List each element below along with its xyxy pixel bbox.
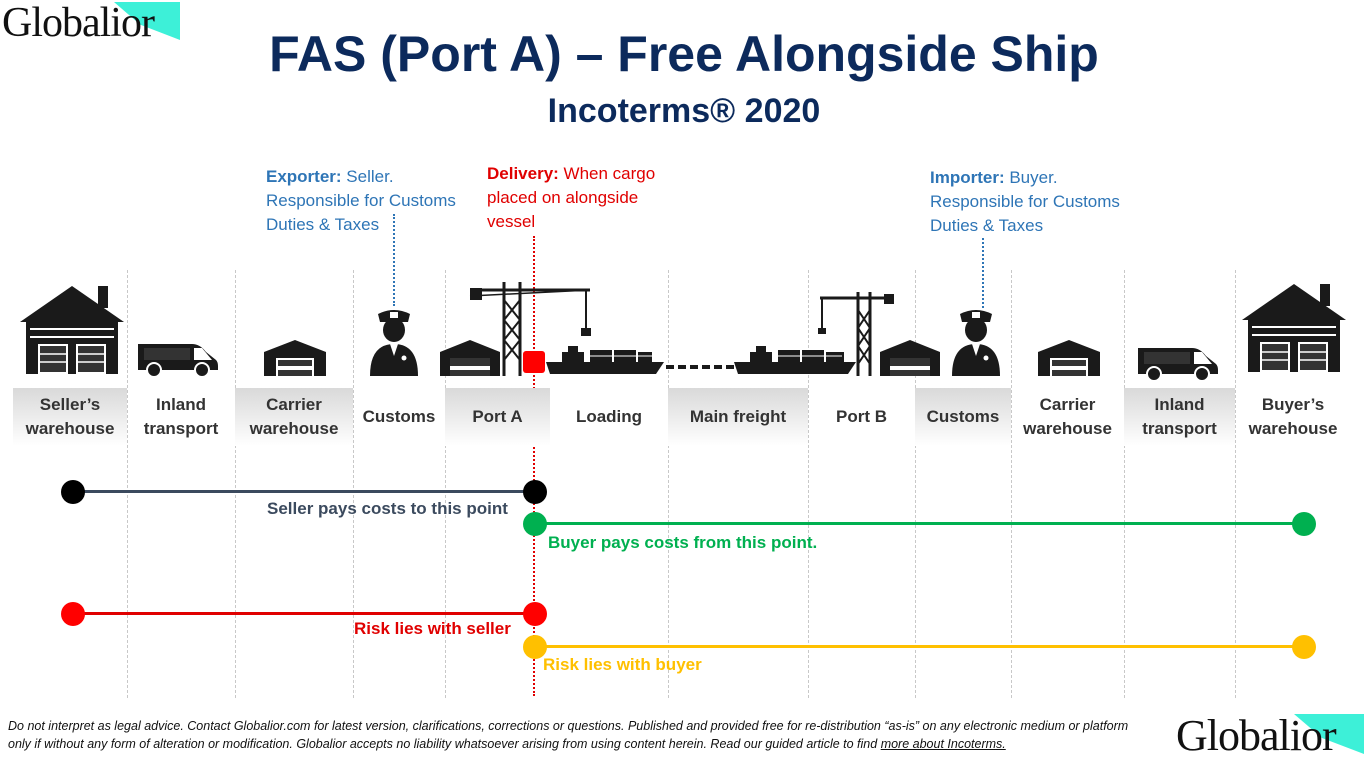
buyer-costs-start-dot (523, 512, 547, 536)
buyer-risk-end-dot (1292, 635, 1316, 659)
exporter-note: Exporter: Seller. Responsible for Custom… (266, 167, 456, 234)
van-icon (1138, 348, 1218, 382)
seller-costs-line (72, 490, 534, 493)
seller-risk-label: Risk lies with seller (354, 619, 511, 638)
buyer-risk-line (535, 645, 1304, 648)
seller-risk-start-dot (61, 602, 85, 626)
column-divider (127, 270, 128, 698)
delivery-note: Delivery: When cargo placed on alongside… (487, 164, 656, 231)
logo-text: Globalior (2, 0, 155, 46)
stage-customs: Customs (362, 407, 436, 426)
logo-top: Globalior (2, 0, 180, 46)
column-divider (915, 270, 916, 698)
customs-officer-icon (370, 310, 418, 376)
delivery-point-line (533, 236, 535, 696)
seller-costs-start-dot (61, 480, 85, 504)
buyer-costs-line (535, 522, 1304, 525)
van-icon (138, 344, 218, 378)
stage-customs-b: Customs (915, 388, 1011, 446)
house-icon (1242, 284, 1346, 372)
exporter-pointer (393, 214, 395, 306)
delivery-marker (523, 351, 545, 373)
warehouse-icon (440, 340, 500, 376)
house-icon (20, 286, 124, 374)
seller-costs-end-dot (523, 480, 547, 504)
logo-bottom: Globalior (1176, 711, 1364, 760)
buyer-risk-label: Risk lies with buyer (543, 655, 702, 674)
crane-icon (469, 282, 591, 376)
importer-pointer (982, 238, 984, 308)
column-divider (353, 270, 354, 698)
logo-text: Globalior (1176, 711, 1337, 760)
importer-note: Importer: Buyer. Responsible for Customs… (930, 168, 1120, 235)
crane-icon (818, 292, 894, 376)
column-divider (808, 270, 809, 698)
page-title: FAS (Port A) – Free Alongside Ship (269, 26, 1099, 82)
seller-risk-line (72, 612, 534, 615)
buyer-costs-label: Buyer pays costs from this point. (548, 533, 818, 552)
column-divider (1011, 270, 1012, 698)
stage-port-b: Port B (836, 407, 887, 426)
ship-icon (734, 346, 856, 374)
page-subtitle: Incoterms® 2020 (547, 92, 821, 130)
column-divider (235, 270, 236, 698)
stage-port-a: Port A (445, 388, 550, 446)
incoterms-link[interactable]: more about Incoterms. (880, 737, 1006, 751)
buyer-costs-end-dot (1292, 512, 1316, 536)
buyer-risk-start-dot (523, 635, 547, 659)
column-divider (668, 270, 669, 698)
column-divider (1235, 270, 1236, 698)
stage-main-freight: Main freight (668, 388, 808, 446)
column-divider (445, 270, 446, 698)
stage-loading: Loading (575, 407, 643, 426)
seller-costs-label: Seller pays costs to this point (267, 499, 508, 518)
disclaimer: Do not interpret as legal advice. Contac… (8, 719, 1129, 751)
sea-route-line (666, 365, 734, 369)
warehouse-icon (1038, 340, 1100, 376)
warehouse-icon (880, 340, 940, 376)
ship-icon (546, 346, 664, 374)
warehouse-icon (264, 340, 326, 376)
seller-risk-end-dot (523, 602, 547, 626)
column-divider (1124, 270, 1125, 698)
customs-officer-icon (952, 310, 1000, 376)
